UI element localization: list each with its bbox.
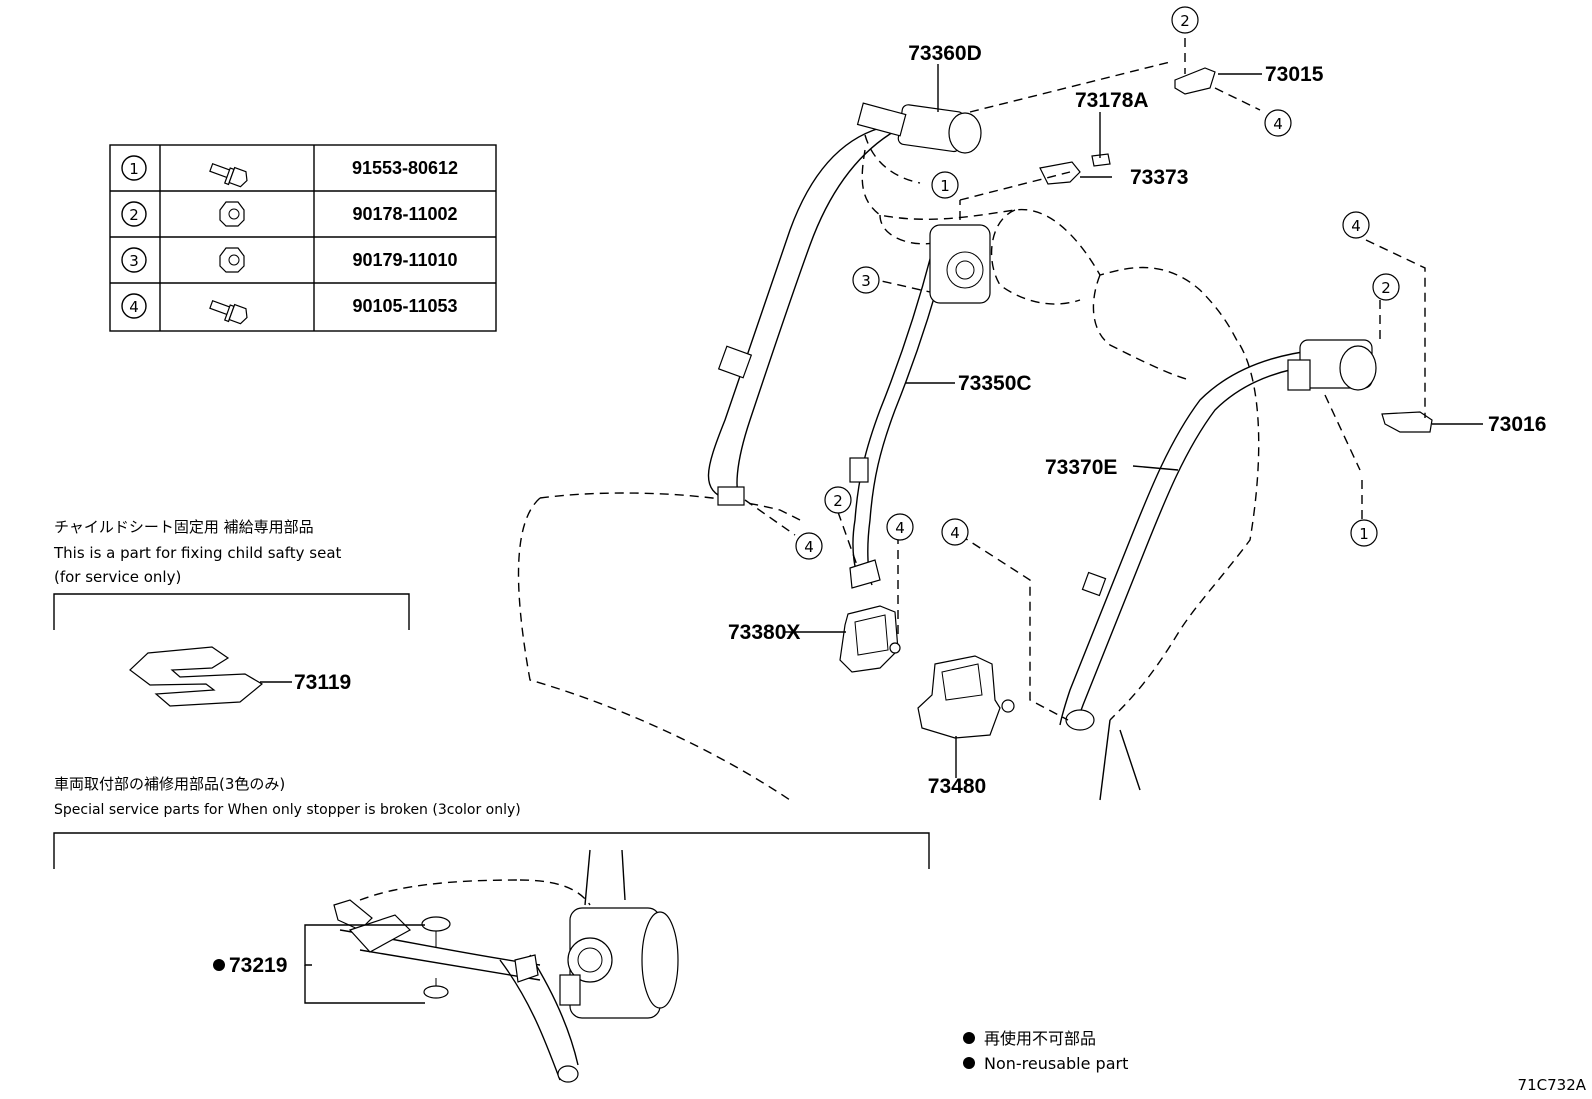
child-seat-fixing-part-73119 bbox=[129, 646, 264, 707]
cover-73373 bbox=[1039, 161, 1081, 185]
svg-text:2: 2 bbox=[1180, 12, 1190, 30]
callout-2-right: 2 bbox=[1372, 273, 1400, 301]
anchor-plate-73015 bbox=[1174, 67, 1216, 95]
label-73380X: 73380X bbox=[728, 621, 800, 644]
special-service-note-en: Special service parts for When only stop… bbox=[54, 802, 521, 818]
part-labels: 73360D 73015 73178A 73373 73350C 73016 7… bbox=[294, 42, 1546, 798]
svg-text:4: 4 bbox=[1351, 217, 1361, 235]
callout-4-buckle: 4 bbox=[941, 518, 969, 546]
clip-73178A bbox=[1091, 153, 1111, 167]
label-73370E: 73370E bbox=[1045, 456, 1117, 479]
svg-text:4: 4 bbox=[950, 524, 960, 542]
svg-text:1: 1 bbox=[1359, 525, 1369, 543]
bolt-with-washer-icon bbox=[209, 299, 248, 325]
svg-text:2: 2 bbox=[833, 492, 843, 510]
label-73016: 73016 bbox=[1488, 413, 1546, 436]
special-service-note: 車両取付部の補修用部品(3色のみ) Special service parts … bbox=[53, 775, 930, 869]
legend-en: Non-reusable part bbox=[984, 1054, 1128, 1073]
special-service-note-jp: 車両取付部の補修用部品(3色のみ) bbox=[54, 775, 285, 793]
legend-jp: 再使用不可部品 bbox=[984, 1029, 1096, 1048]
leader-lines bbox=[744, 38, 1426, 721]
svg-text:3: 3 bbox=[861, 272, 871, 290]
table-key-1: 1 bbox=[129, 160, 139, 178]
table-key-3: 3 bbox=[129, 252, 139, 270]
buckle-73480 bbox=[917, 655, 1015, 739]
callouts: 2 4 1 3 4 2 1 4 bbox=[795, 6, 1400, 560]
label-73373: 73373 bbox=[1130, 166, 1188, 189]
svg-text:4: 4 bbox=[895, 519, 905, 537]
label-73350C: 73350C bbox=[958, 372, 1032, 395]
callout-2-center: 2 bbox=[824, 486, 852, 514]
callout-4-center: 4 bbox=[886, 513, 914, 541]
svg-text:4: 4 bbox=[1273, 115, 1283, 133]
non-reusable-marker-icon bbox=[213, 959, 225, 971]
label-73480: 73480 bbox=[928, 775, 986, 798]
svg-text:4: 4 bbox=[804, 538, 814, 556]
callout-2-top: 2 bbox=[1171, 6, 1199, 34]
table-key-4: 4 bbox=[129, 298, 139, 316]
callout-3: 3 bbox=[852, 266, 880, 294]
bolt-with-washer-icon bbox=[209, 162, 248, 188]
label-73360D: 73360D bbox=[908, 42, 982, 65]
callout-4-left: 4 bbox=[795, 532, 823, 560]
callout-4-top: 4 bbox=[1264, 109, 1292, 137]
legend: 再使用不可部品 Non-reusable part bbox=[963, 1029, 1128, 1073]
callout-4-right-top: 4 bbox=[1342, 211, 1370, 239]
callout-1-left: 1 bbox=[931, 171, 959, 199]
left-seat-belt-assembly bbox=[707, 102, 982, 506]
label-73015: 73015 bbox=[1265, 63, 1324, 86]
table-part-3: 90179-11010 bbox=[352, 250, 457, 270]
non-reusable-marker-icon bbox=[963, 1057, 975, 1069]
right-seat-belt-assembly bbox=[1059, 339, 1377, 731]
table-key-2: 2 bbox=[129, 206, 139, 224]
callout-1-right: 1 bbox=[1350, 519, 1378, 547]
child-seat-note: チャイルドシート固定用 補給専用部品 This is a part for fi… bbox=[53, 518, 410, 630]
label-73178A: 73178A bbox=[1075, 89, 1149, 112]
anchor-plate-73016 bbox=[1381, 411, 1433, 433]
buckle-73380X bbox=[839, 605, 901, 673]
table-part-4: 90105-11053 bbox=[352, 296, 457, 316]
center-seat-belt-assembly bbox=[849, 224, 991, 589]
child-seat-note-en1: This is a part for fixing child safty se… bbox=[53, 544, 342, 562]
nut-icon bbox=[219, 247, 245, 273]
svg-text:1: 1 bbox=[940, 177, 950, 195]
rear-seat-outline bbox=[517, 149, 1260, 801]
part-leaders bbox=[260, 64, 1483, 778]
label-73119: 73119 bbox=[294, 671, 351, 694]
nut-icon bbox=[219, 201, 245, 227]
child-seat-note-en2: (for service only) bbox=[54, 568, 181, 586]
table-part-1: 91553-80612 bbox=[352, 158, 458, 178]
svg-text:2: 2 bbox=[1381, 279, 1391, 297]
label-73219: 73219 bbox=[229, 954, 287, 977]
figure-id: 71C732A bbox=[1518, 1076, 1587, 1094]
child-seat-note-jp: チャイルドシート固定用 補給専用部品 bbox=[54, 518, 314, 536]
stopper-detail: 73219 bbox=[213, 849, 679, 1083]
fastener-table: 1 91553-80612 2 90178-11002 3 90179-1101… bbox=[109, 144, 497, 332]
non-reusable-marker-icon bbox=[963, 1032, 975, 1044]
table-part-2: 90178-11002 bbox=[352, 204, 457, 224]
